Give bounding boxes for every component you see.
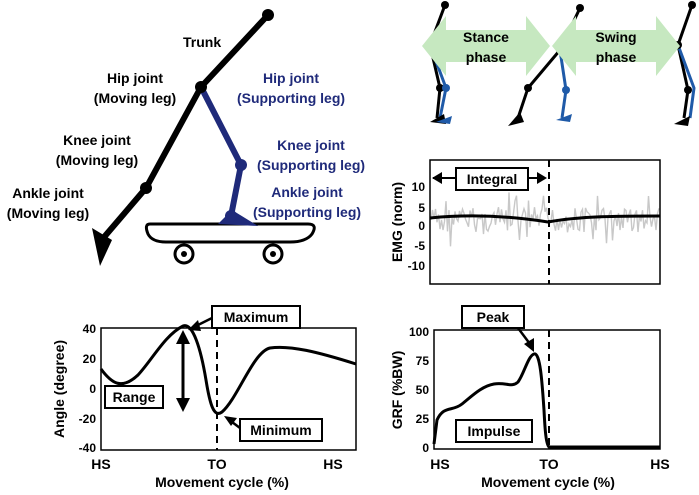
ankle-support-label-2: (Supporting leg): [253, 204, 361, 220]
knee-support-label-2: (Supporting leg): [257, 157, 365, 173]
emg-noise: [430, 192, 660, 247]
angle-panel: Maximum Minimum Range 40 20 0 -20 -40 An…: [51, 305, 357, 490]
hip-support-label-2: (Supporting leg): [237, 90, 345, 106]
angle-ytick: 40: [83, 322, 97, 336]
ankle-moving-label-2: (Moving leg): [7, 205, 89, 221]
emg-ytick: 0: [418, 219, 425, 233]
minimum-label: Minimum: [250, 422, 311, 438]
angle-ytick: 20: [83, 352, 97, 366]
supporting-knee-dot: [235, 159, 247, 171]
swing-label-1: Swing: [595, 29, 636, 45]
range-box: [104, 385, 164, 409]
angle-xtick-to: TO: [207, 456, 226, 472]
emg-ytick: 10: [412, 180, 426, 194]
stance-phase-arrow: [422, 16, 550, 76]
trunk-segment: [198, 12, 271, 90]
supporting-ankle-dot: [225, 210, 237, 222]
angle-xtick-hs-end: HS: [323, 456, 342, 472]
emg-ytick: 5: [418, 201, 425, 215]
emg-yticks: 10 5 0 -5 -10: [408, 180, 426, 273]
minimum-pointer: [224, 416, 237, 426]
skater-diagram: Trunk Hip joint (Moving leg) Knee joint …: [7, 9, 365, 266]
maximum-label: Maximum: [224, 309, 289, 325]
angle-ylabel: Angle (degree): [51, 340, 67, 438]
maximum-box: [211, 305, 301, 329]
grf-panel: Peak Impulse 100 75 50 25 0 GRF (%BW) HS…: [389, 305, 670, 490]
angle-xtick-hs-start: HS: [91, 456, 110, 472]
grf-xtick-to: TO: [539, 456, 558, 472]
grf-xlabel: Movement cycle (%): [481, 474, 615, 490]
head-dot: [262, 9, 274, 21]
emg-ytick: -5: [414, 239, 425, 253]
stance-label-2: phase: [466, 49, 507, 65]
supporting-leg: [198, 84, 245, 219]
swing-label-2: phase: [596, 49, 637, 65]
range-label: Range: [113, 389, 156, 405]
grf-ytick: 50: [416, 383, 430, 397]
grf-xtick-hs-end: HS: [650, 456, 669, 472]
peak-box: [461, 305, 525, 329]
grf-ytick: 0: [422, 441, 429, 455]
stick-figure-3: [674, 1, 696, 126]
moving-knee-dot: [140, 182, 152, 194]
phase-sequence: Stance phase Swing phase: [422, 1, 696, 126]
grf-curve: [432, 352, 660, 449]
integral-box: [455, 167, 529, 191]
ankle-support-label-1: Ankle joint: [271, 184, 343, 200]
angle-ytick: 0: [89, 382, 96, 396]
impulse-box: [455, 419, 533, 443]
grf-ylabel: GRF (%BW): [389, 351, 405, 430]
emg-raw-signal: [430, 192, 660, 247]
minimum-box: [239, 418, 323, 442]
emg-envelope: [429, 214, 661, 224]
emg-panel: 10 5 0 -5 -10 EMG (norm) Integral: [389, 159, 661, 285]
moving-foot: [92, 228, 112, 266]
angle-ytick: -20: [79, 412, 97, 426]
skateboard-deck: [144, 222, 316, 244]
trunk-label: Trunk: [183, 34, 221, 50]
emg-axes-box: [429, 159, 661, 285]
integral-label: Integral: [467, 171, 518, 187]
peak-label: Peak: [477, 309, 510, 325]
grf-ytick: 75: [416, 354, 430, 368]
knee-support-label-1: Knee joint: [277, 137, 345, 153]
hip-moving-label-1: Hip joint: [107, 70, 163, 86]
hip-moving-label-2: (Moving leg): [94, 90, 176, 106]
angle-yticks: 40 20 0 -20 -40: [79, 322, 97, 455]
impulse-label: Impulse: [468, 423, 521, 439]
ankle-moving-label-1: Ankle joint: [12, 185, 84, 201]
angle-xlabel: Movement cycle (%): [155, 474, 289, 490]
maximum-pointer: [188, 320, 201, 331]
knee-moving-label-1: Knee joint: [63, 132, 131, 148]
grf-yticks: 100 75 50 25 0: [409, 325, 429, 455]
grf-axes-box: [433, 329, 661, 450]
peak-pointer: [524, 338, 534, 352]
angle-curve: [99, 324, 357, 415]
grf-ytick: 25: [416, 412, 430, 426]
hip-dot: [195, 81, 207, 93]
hip-support-label-1: Hip joint: [263, 70, 319, 86]
knee-moving-label-2: (Moving leg): [56, 152, 138, 168]
emg-ytick: -10: [408, 259, 426, 273]
stance-label-1: Stance: [463, 29, 509, 45]
swing-phase-arrow: [552, 16, 680, 76]
grf-xtick-hs-start: HS: [430, 456, 449, 472]
angle-ytick: -40: [79, 441, 97, 455]
emg-ylabel: EMG (norm): [389, 182, 405, 262]
grf-ytick: 100: [409, 325, 429, 339]
